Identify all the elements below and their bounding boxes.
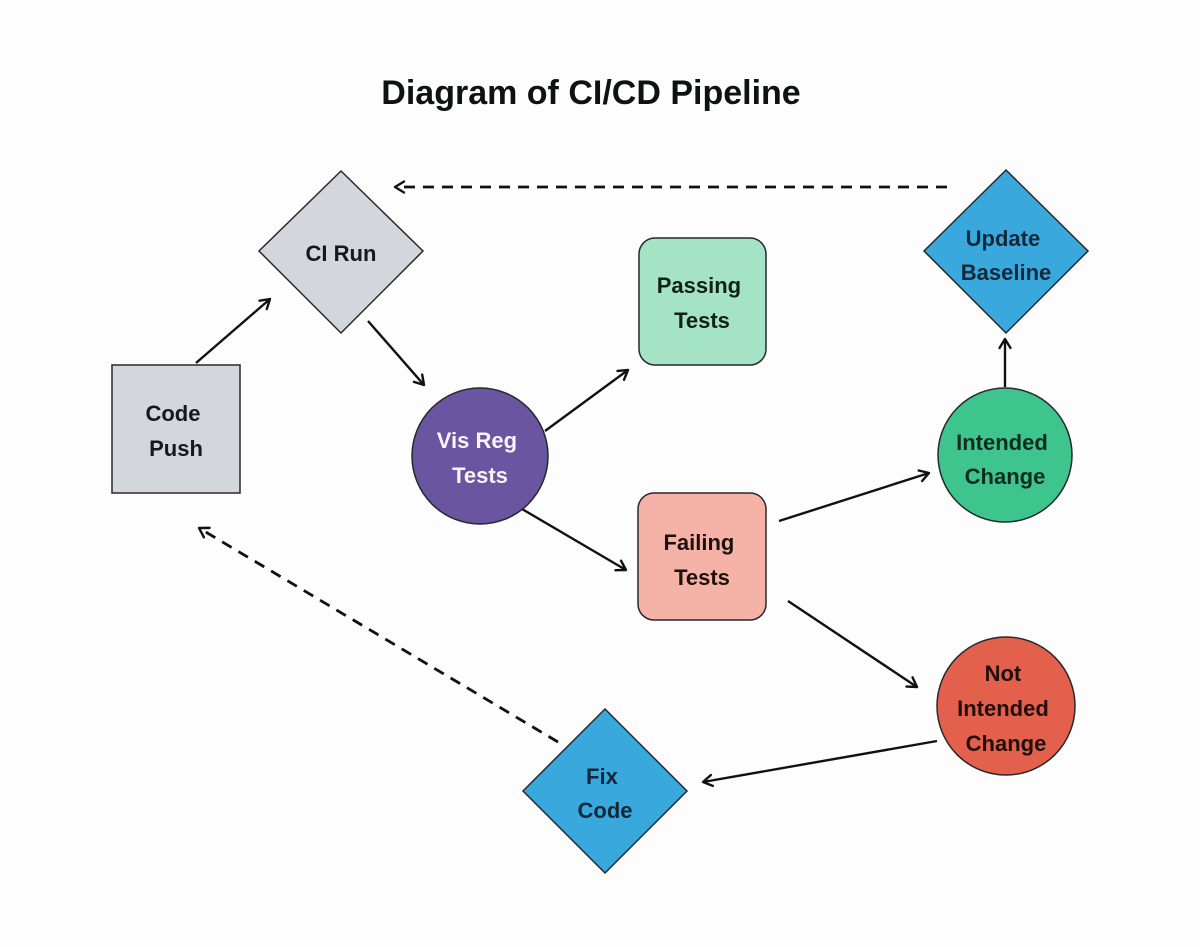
code-push-square	[111, 364, 241, 494]
node-passing-tests: Passing Tests	[638, 237, 767, 366]
edge-vis-reg-tests-to-passing-tests	[544, 368, 630, 432]
node-intended-change: Intended Change	[937, 387, 1073, 523]
fix-code-diamond	[521, 707, 689, 875]
ci-run-diamond	[257, 169, 425, 335]
edge-ci-run-to-vis-reg-tests	[367, 320, 426, 387]
edge-code-push-to-ci-run	[195, 297, 272, 364]
intended-change-label: Intended Change	[956, 430, 1054, 489]
failing-tests-rounded-square	[637, 492, 767, 621]
update-baseline-label: Update Baseline	[961, 226, 1052, 285]
page-title: Diagram of CI/CD Pipeline	[381, 74, 800, 112]
not-intended-change-label: Not Intended Change	[957, 661, 1055, 756]
edge-fix-code-to-code-push-dashed	[197, 526, 559, 744]
edge-failing-tests-to-not-intended-change	[787, 600, 919, 689]
node-not-intended-change: Not Intended Change	[936, 636, 1076, 776]
ci-run-label: CI Run	[306, 241, 377, 266]
vis-reg-tests-circle	[411, 387, 549, 525]
not-intended-change-circle	[936, 636, 1076, 776]
node-code-push: Code Push	[111, 364, 241, 494]
failing-tests-label: Failing Tests	[663, 530, 740, 590]
passing-tests-rounded-square	[638, 237, 767, 366]
edge-failing-tests-to-intended-change	[778, 469, 931, 523]
edge-not-intended-change-to-fix-code	[701, 739, 938, 788]
edges	[195, 180, 1012, 788]
node-failing-tests: Failing Tests	[637, 492, 767, 621]
node-fix-code: Fix Code	[521, 707, 689, 875]
node-vis-reg-tests: Vis Reg Tests	[411, 387, 549, 525]
code-push-label: Code Push	[145, 401, 206, 461]
node-ci-run: CI Run	[257, 169, 425, 335]
edge-vis-reg-tests-to-failing-tests	[521, 507, 628, 572]
node-update-baseline: Update Baseline	[922, 168, 1090, 335]
update-baseline-diamond	[922, 168, 1090, 335]
vis-reg-tests-label: Vis Reg Tests	[437, 428, 523, 488]
intended-change-circle	[937, 387, 1073, 523]
fix-code-label: Fix Code	[578, 764, 633, 823]
passing-tests-label: Passing Tests	[657, 273, 748, 333]
